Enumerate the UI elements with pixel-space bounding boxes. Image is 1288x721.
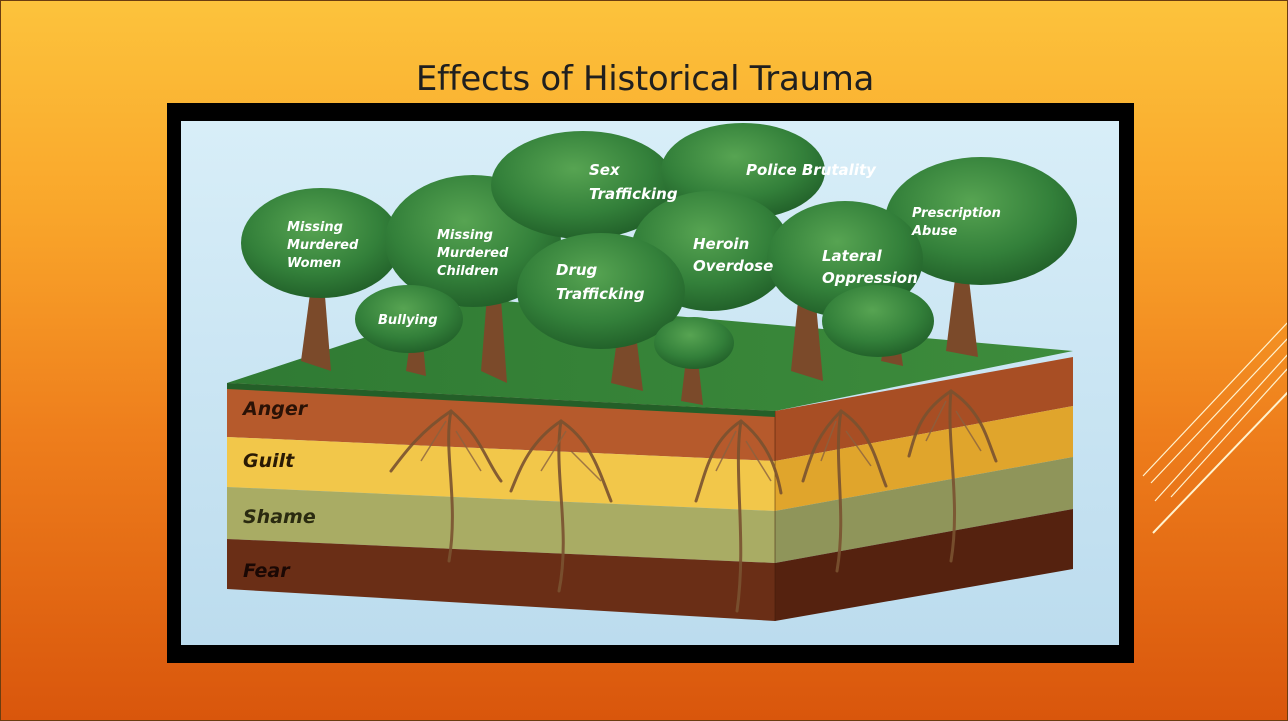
decorative-lines: [1141, 301, 1288, 541]
layer-guilt-label: Guilt: [243, 450, 295, 472]
label-bullying: Bullying: [378, 313, 438, 328]
layer-fear-label: Fear: [243, 560, 291, 582]
image-frame: Missing Murdered Women Bullying Missing …: [167, 103, 1134, 663]
label-police-brutality: Police Brutality: [746, 161, 877, 179]
trauma-tree-diagram: Missing Murdered Women Bullying Missing …: [181, 121, 1119, 645]
layer-shame-label: Shame: [243, 506, 316, 528]
layer-anger-label: Anger: [241, 398, 309, 420]
slide-title: Effects of Historical Trauma: [1, 59, 1288, 99]
